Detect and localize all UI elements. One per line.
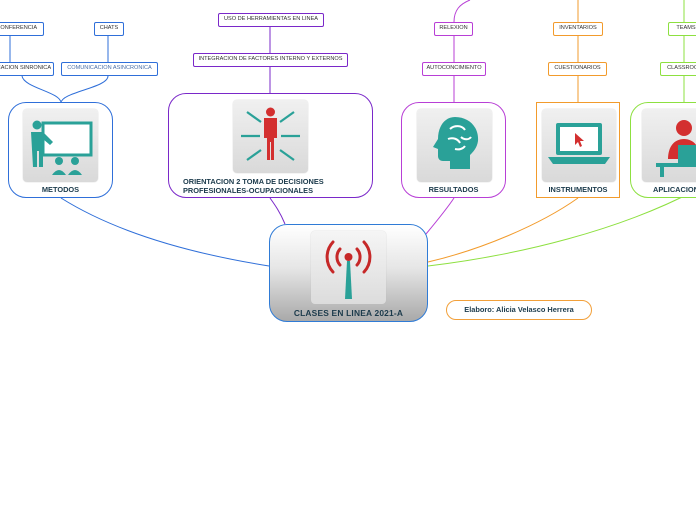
- subtopic-comunicacion-sincronica[interactable]: COMUNICACION SINRONICA: [0, 62, 54, 76]
- subtopic-videoconferencia[interactable]: VIDEOCONFERENCIA: [0, 22, 44, 36]
- topic-metodos[interactable]: METODOS: [8, 102, 113, 198]
- subtopic-chats[interactable]: CHATS: [94, 22, 124, 36]
- subtopic-teams[interactable]: TEAMS: [668, 22, 696, 36]
- subtopic-relexion[interactable]: RELEXION: [434, 22, 473, 36]
- subtopic-autoconcimiento[interactable]: AUTOCONCIMIENTO: [422, 62, 486, 76]
- topic-label-orientacion: ORIENTACION 2 TOMA DE DECISIONES PROFESI…: [183, 177, 324, 195]
- subtopic-comunicacion-asincronica[interactable]: COMUNICACION ASINCRONICA: [61, 62, 158, 76]
- topic-resultados[interactable]: RESULTADOS: [401, 102, 506, 198]
- subtopic-integracion-factores[interactable]: INTEGRACION DE FACTORES INTERNO Y EXTERN…: [193, 53, 348, 67]
- topic-instrumentos[interactable]: INSTRUMENTOS: [536, 102, 620, 198]
- person-desk-icon: [642, 109, 696, 182]
- subtopic-uso-herramientas[interactable]: USO DE HERRAMIENTAS EN LINEA: [218, 13, 324, 27]
- topic-label-resultados: RESULTADOS: [428, 185, 479, 194]
- head-profile-icon: [417, 109, 492, 182]
- subtopic-classroom[interactable]: CLASSROOM: [660, 62, 696, 76]
- author-label: Elaboro: Alicia Velasco Herrera: [446, 300, 592, 320]
- topic-label-instrumentos: INSTRUMENTOS: [548, 185, 608, 194]
- central-topic-title: CLASES EN LINEA 2021-A: [293, 308, 404, 318]
- decision-person-icon: [233, 100, 308, 173]
- wifi-antenna-icon: [311, 231, 386, 304]
- topic-label-metodos: METODOS: [41, 185, 80, 194]
- topic-label-aplicacion: APLICACION: [653, 185, 696, 194]
- topic-orientacion[interactable]: ORIENTACION 2 TOMA DE DECISIONES PROFESI…: [168, 93, 373, 198]
- subtopic-cuestionarios[interactable]: CUESTIONARIOS: [548, 62, 607, 76]
- subtopic-inventarios[interactable]: INVENTARIOS: [553, 22, 603, 36]
- central-topic[interactable]: CLASES EN LINEA 2021-A: [269, 224, 428, 322]
- laptop-cursor-icon: [542, 109, 616, 182]
- teacher-class-icon: [23, 109, 98, 182]
- topic-aplicacion[interactable]: APLICACION: [630, 102, 696, 198]
